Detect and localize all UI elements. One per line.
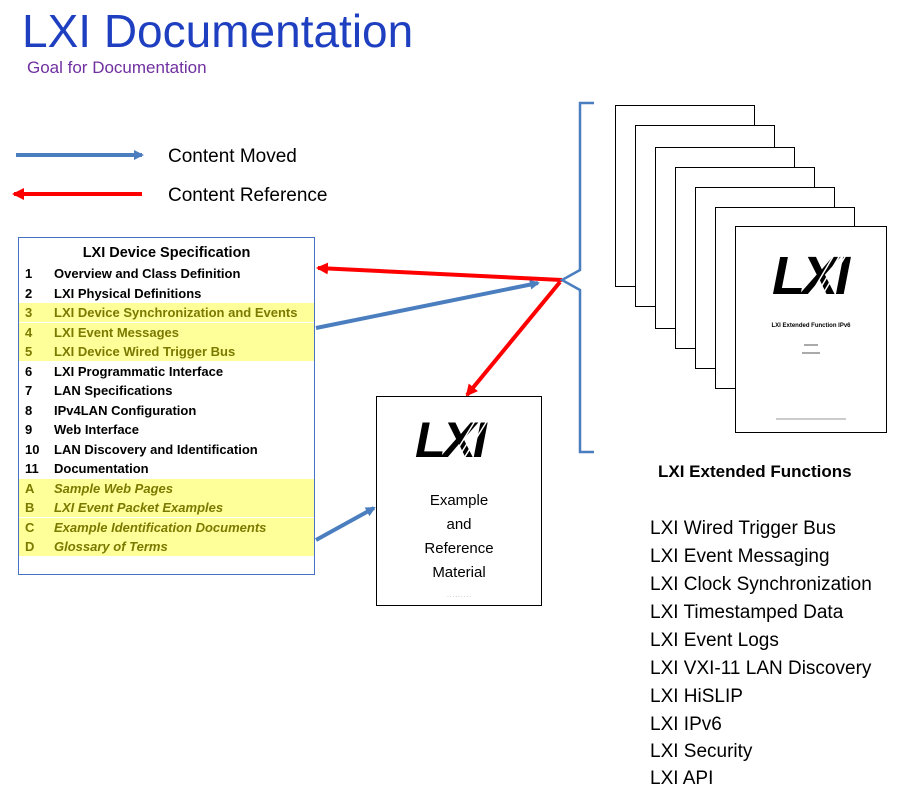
spec-row: 10 LAN Discovery and Identification — [19, 440, 314, 459]
device-spec-title: LXI Device Specification — [82, 245, 251, 261]
spec-row-number: C — [25, 519, 35, 535]
spec-row-label: LXI Event Messages — [54, 324, 179, 340]
extended-function-item: LXI Event Logs — [650, 630, 779, 651]
spec-row-label: LAN Discovery and Identification — [54, 441, 258, 457]
spec-row-label: IPv4LAN Configuration — [54, 402, 197, 418]
spec-row: 11 Documentation — [19, 459, 314, 478]
extended-function-item: LXI Security — [650, 741, 753, 762]
extended-function-item: LXI API — [650, 768, 714, 789]
extended-function-item: LXI Clock Synchronization — [650, 574, 872, 595]
spec-row: 9 Web Interface — [19, 420, 314, 439]
spec-row-number: 10 — [25, 441, 40, 457]
spec-row-number: 3 — [25, 305, 33, 320]
spec-row-label: LXI Device Wired Trigger Bus — [54, 344, 236, 359]
lxi-logo-stripes — [807, 254, 847, 300]
spec-row-label: Overview and Class Definition — [54, 266, 241, 281]
spec-row: 6 LXI Programmatic Interface — [19, 362, 314, 381]
extended-function-item: LXI Timestamped Data — [650, 602, 844, 623]
spec-row-number: B — [25, 500, 35, 515]
content-moved-arrow-events — [315, 279, 540, 330]
content-reference-arrow-spec — [316, 262, 563, 282]
front-doc-text-lines — [776, 344, 846, 420]
spec-row: 5 LXI Device Wired Trigger Bus — [19, 342, 314, 361]
spec-row: 4 LXI Event Messages — [19, 322, 314, 342]
lxi-logo: LXI — [772, 246, 850, 306]
spec-row-label: LXI Programmatic Interface — [54, 363, 224, 379]
spec-row-label: Documentation — [54, 461, 149, 476]
spec-row-number: 9 — [25, 422, 33, 437]
example-doc-caption: Example and Reference Material — [424, 492, 494, 581]
spec-row-label: Glossary of Terms — [54, 539, 168, 554]
spec-row-number: 4 — [25, 324, 33, 340]
spec-row-number: D — [25, 539, 35, 554]
extended-functions-title: LXI Extended Functions — [658, 462, 852, 481]
spec-row: 1 Overview and Class Definition — [19, 264, 314, 283]
spec-row-number: 6 — [25, 363, 33, 379]
spec-row-label: Sample Web Pages — [54, 480, 173, 496]
spec-row-number: 8 — [25, 402, 33, 418]
spec-row-label: Example Identification Documents — [54, 519, 267, 535]
page-title: LXI Documentation — [22, 5, 414, 57]
extended-function-item: LXI Wired Trigger Bus — [650, 518, 836, 539]
spec-row-label: LXI Physical Definitions — [54, 285, 202, 301]
lxi-logo-stripes — [448, 420, 488, 464]
legend-moved-label: Content Moved — [168, 146, 297, 167]
extended-function-item: LXI Event Messaging — [650, 546, 830, 567]
spec-row: 7 LAN Specifications — [19, 381, 314, 400]
spec-row: D Glossary of Terms — [19, 537, 314, 556]
spec-row-number: A — [25, 480, 35, 496]
front-doc-title: LXI Extended Function IPv6 — [771, 323, 851, 329]
extended-function-item: LXI IPv6 — [650, 714, 722, 735]
legend-reference-label: Content Reference — [168, 185, 328, 206]
content-reference-arrow-example — [465, 280, 562, 397]
page-subtitle: Goal for Documentation — [27, 58, 207, 77]
spec-row: C Example Identification Documents — [19, 517, 314, 537]
spec-row: B LXI Event Packet Examples — [19, 498, 314, 517]
spec-row-number: 2 — [25, 285, 33, 301]
extended-function-item: LXI VXI-11 LAN Discovery — [650, 658, 872, 679]
content-moved-arrow-appendices — [315, 506, 376, 542]
spec-row-number: 5 — [25, 344, 33, 359]
extended-function-item: LXI HiSLIP — [650, 686, 743, 707]
spec-row-label: Web Interface — [54, 422, 140, 437]
extended-functions-bracket — [559, 101, 594, 454]
extended-doc-front-page: LXI LXI Extended Function IPv6 — [735, 226, 887, 433]
spec-row-label: LXI Event Packet Examples — [54, 500, 224, 515]
example-reference-document: LXI Example and Reference Material . . .… — [376, 396, 542, 606]
spec-row: 3 LXI Device Synchronization and Events — [19, 303, 314, 322]
spec-row: 2 LXI Physical Definitions — [19, 284, 314, 303]
spec-row: A Sample Web Pages — [19, 478, 314, 498]
spec-row-number: 1 — [25, 266, 33, 281]
spec-row: 8 IPv4LAN Configuration — [19, 401, 314, 420]
example-doc-footer: . . . . . . . . . — [447, 593, 471, 599]
spec-row-label: LAN Specifications — [54, 383, 173, 398]
spec-row-number: 7 — [25, 383, 33, 398]
spec-row-number: 11 — [25, 461, 39, 476]
device-spec-box: LXI Device Specification 1 Overview and C… — [18, 237, 315, 575]
spec-row-label: LXI Device Synchronization and Events — [54, 305, 298, 320]
